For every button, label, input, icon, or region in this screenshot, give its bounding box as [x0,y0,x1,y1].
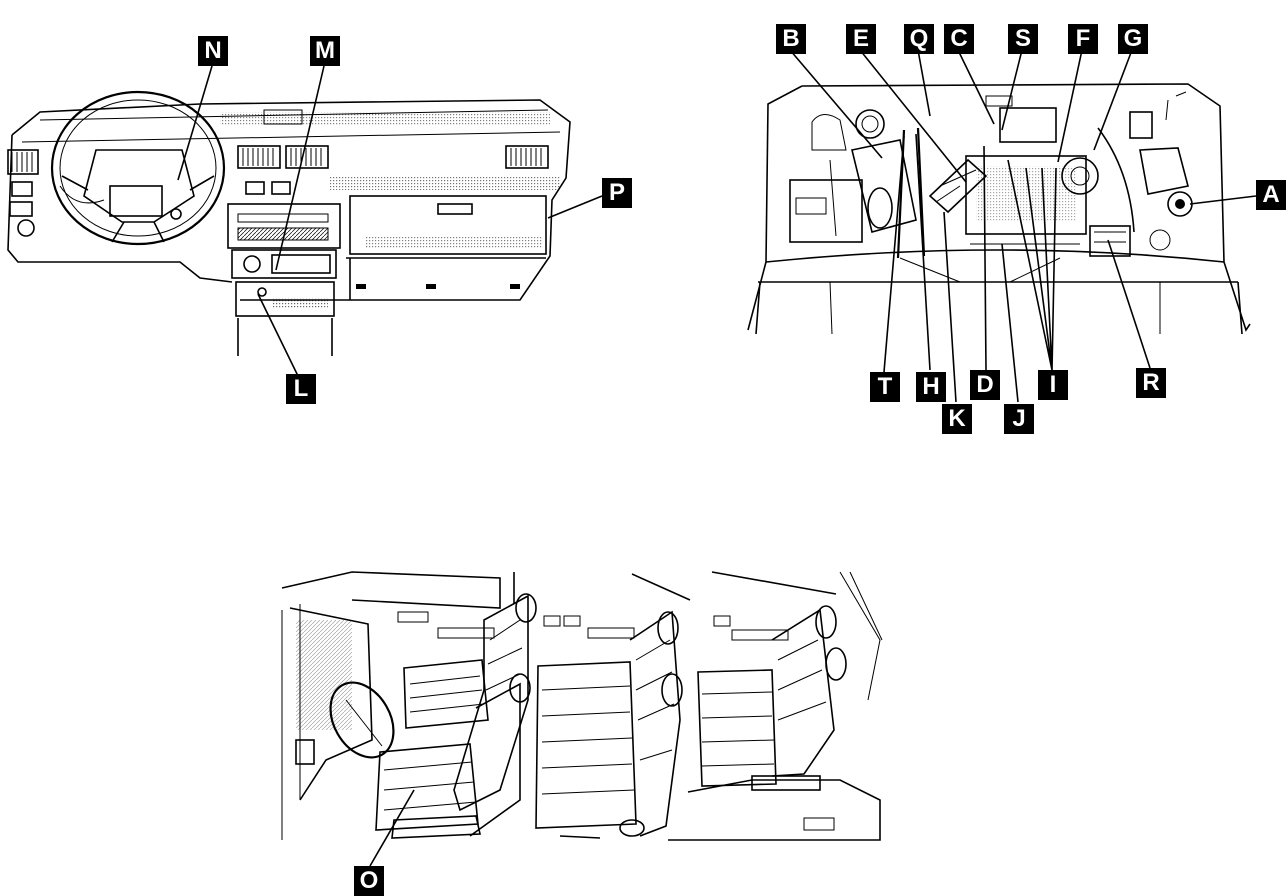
label-j: J [1004,404,1034,434]
label-k: K [942,404,972,434]
dashboard-leader-lines [177,65,603,377]
label-s: S [1008,24,1038,54]
label-b: B [776,24,806,54]
label-g: G [1118,24,1148,54]
cabin-seats-illustration [281,571,883,841]
label-n: N [198,36,228,66]
label-i: I [1038,370,1068,400]
label-m: M [310,36,340,66]
label-d: D [970,370,1000,400]
engine-leader-lines [789,49,1257,403]
engine-bay-illustration [747,83,1251,335]
cabin-leader-line [369,789,415,867]
label-h: H [916,372,946,402]
label-f: F [1068,24,1098,54]
label-q: Q [904,24,934,54]
label-r: R [1136,368,1166,398]
dashboard-illustration [7,90,571,356]
label-l: L [286,374,316,404]
label-e: E [846,24,876,54]
label-p: P [602,178,632,208]
label-o: O [354,866,384,896]
label-t: T [870,372,900,402]
label-a: A [1256,180,1286,210]
label-c: C [944,24,974,54]
